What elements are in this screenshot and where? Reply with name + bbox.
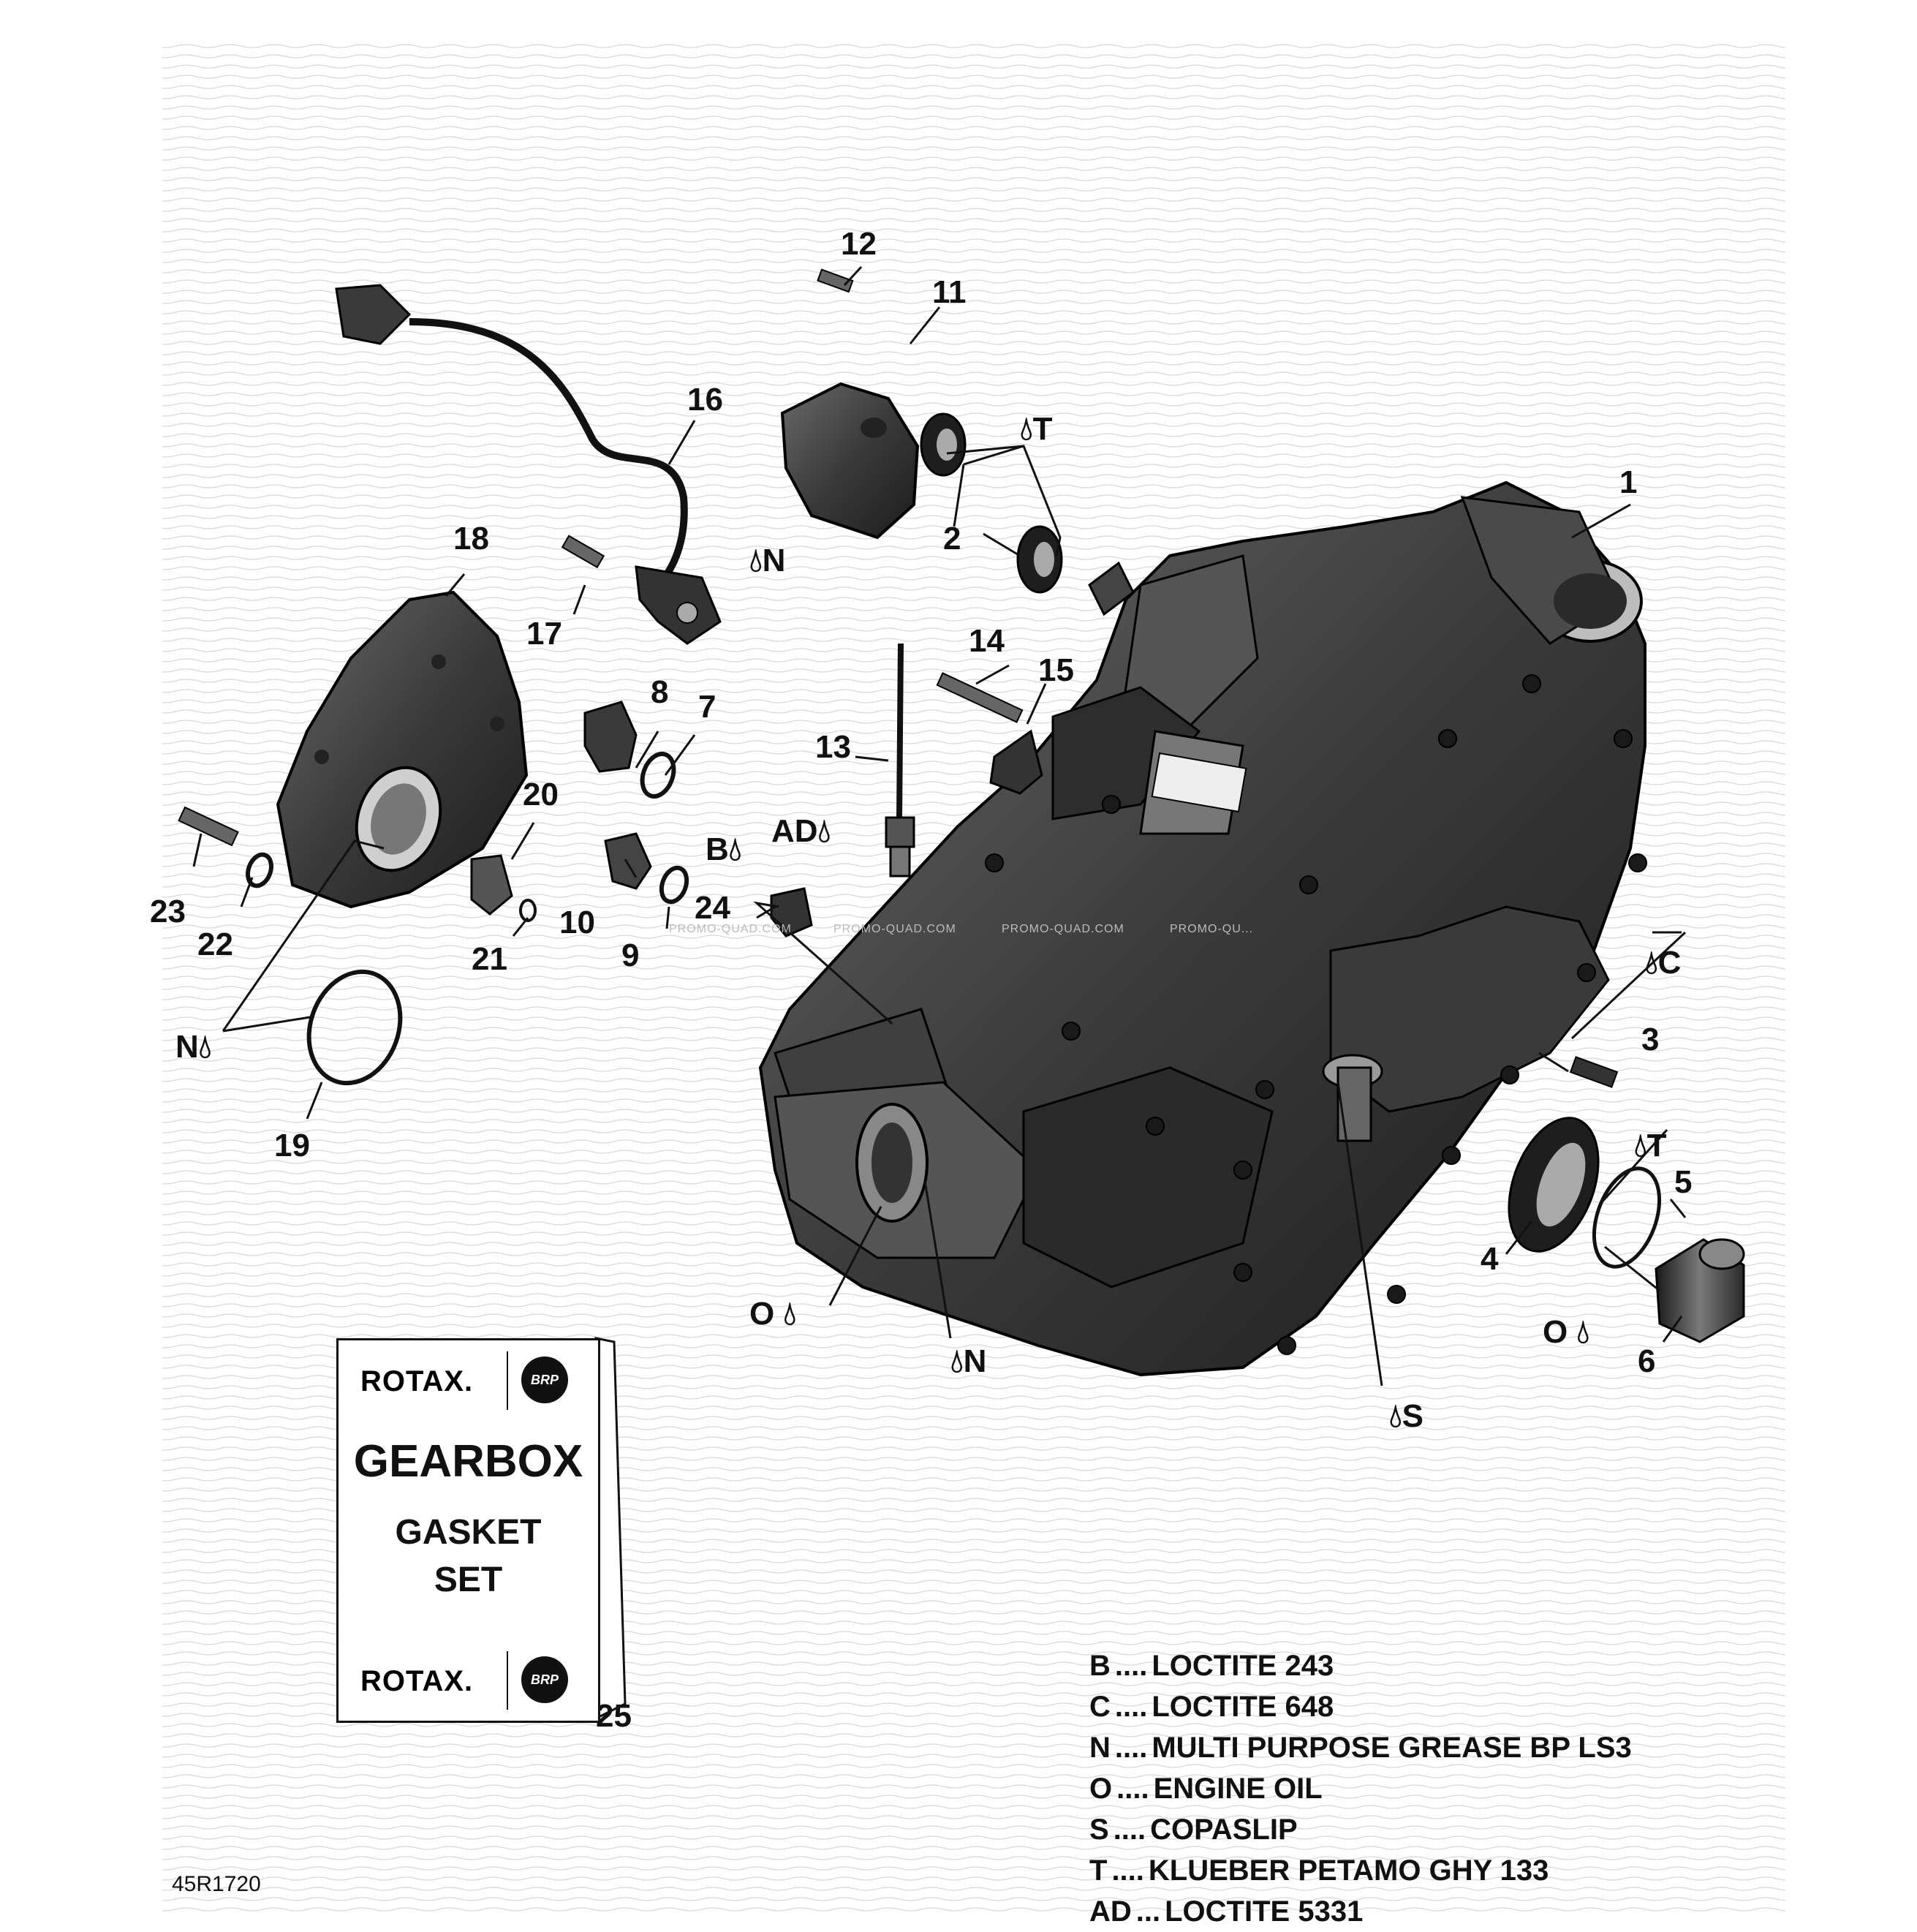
- callout-23: 23: [150, 894, 186, 929]
- kit-subtitle-1: GASKET: [395, 1513, 542, 1552]
- tag-n-bottom: 💧︎N: [950, 1343, 987, 1379]
- callout-14: 14: [969, 623, 1005, 659]
- legend-row: O....ENGINE OIL: [1089, 1773, 1323, 1805]
- callout-15: 15: [1038, 652, 1074, 688]
- callout-2: 2: [943, 521, 961, 556]
- tag-o-bottom-left: O 💧︎: [749, 1296, 797, 1332]
- drop-icon: 💧︎: [950, 1343, 964, 1379]
- callout-5: 5: [1674, 1164, 1693, 1200]
- sensor-with-harness: [335, 284, 722, 645]
- tag-t-right: 💧︎T: [1634, 1128, 1667, 1163]
- brp-logo-icon: BRP: [521, 1356, 568, 1403]
- rotax-logo: ROTAX.: [360, 1665, 474, 1697]
- callout-12: 12: [841, 226, 877, 262]
- legend-row: S....COPASLIP: [1089, 1814, 1298, 1846]
- callout-25: 25: [596, 1698, 632, 1734]
- gearbox-housing: [758, 480, 1647, 1377]
- drop-icon: 💧︎: [783, 1296, 797, 1332]
- drop-icon: 💧︎: [1020, 411, 1033, 447]
- oil-seals: [920, 412, 1063, 594]
- callout-16: 16: [687, 382, 723, 418]
- callout-4: 4: [1481, 1241, 1499, 1277]
- kit-subtitle-2: SET: [434, 1561, 503, 1599]
- kit-logo-bottom: ROTAX. BRP: [339, 1640, 598, 1721]
- tag-b: B💧︎: [706, 831, 742, 867]
- callout-3: 3: [1641, 1022, 1660, 1057]
- callout-9: 9: [621, 937, 640, 973]
- callout-22: 22: [197, 927, 233, 962]
- tag-c-right: 💧︎C: [1645, 945, 1682, 981]
- output-seal-ring-sleeve: [1508, 1117, 1745, 1343]
- o-ring: [306, 969, 403, 1086]
- watermark: PROMO-QU...: [1170, 923, 1254, 935]
- callout-17: 17: [526, 616, 562, 652]
- tag-s-bottom: 💧︎S: [1389, 1398, 1423, 1434]
- legend-row: N....MULTI PURPOSE GREASE BP LS3: [1089, 1732, 1632, 1764]
- divider: [507, 1651, 508, 1710]
- bolt-3: [1569, 1056, 1619, 1088]
- bolt-and-bracket: [936, 672, 1043, 795]
- callout-1: 1: [1619, 464, 1638, 500]
- tag-n-left: N💧︎: [175, 1029, 212, 1065]
- watermark: PROMO-QUAD.COM: [669, 923, 792, 935]
- diagram-id: 45R1720: [172, 1872, 261, 1896]
- drop-icon: 💧︎: [817, 813, 831, 849]
- callout-20: 20: [523, 777, 559, 812]
- brp-logo-icon: BRP: [521, 1656, 568, 1703]
- drop-icon: 💧︎: [198, 1029, 212, 1065]
- legend-row: AD...LOCTITE 5331: [1089, 1895, 1364, 1928]
- divider: [507, 1351, 508, 1410]
- callout-21: 21: [472, 941, 507, 977]
- drop-icon: 💧︎: [1576, 1314, 1590, 1350]
- drop-icon: 💧︎: [728, 831, 742, 867]
- callout-24: 24: [695, 890, 730, 926]
- leader-lines: [192, 265, 1687, 1683]
- gearbox-cover: [276, 590, 529, 909]
- dipstick: [885, 643, 915, 878]
- drop-icon: 💧︎: [1634, 1128, 1647, 1163]
- drop-icon: 💧︎: [1389, 1398, 1402, 1434]
- callout-11: 11: [932, 274, 967, 310]
- kit-title: GEARBOX: [353, 1436, 583, 1487]
- drop-icon: 💧︎: [749, 543, 763, 578]
- tag-n-sensor: 💧︎N: [749, 543, 786, 578]
- kit-logo-top: ROTAX. BRP: [339, 1340, 598, 1421]
- speed-sensor: [780, 268, 920, 540]
- tag-ad: AD💧︎: [771, 813, 831, 849]
- lubricant-legend: B....LOCTITE 243 C....LOCTITE 648 N....M…: [1089, 1645, 1632, 1932]
- gasket-kit-box: ROTAX. BRP GEARBOX GASKET SET ROTAX. BRP: [336, 1338, 600, 1723]
- watermark: PROMO-QUAD.COM: [833, 923, 956, 935]
- callout-18: 18: [453, 521, 489, 556]
- callout-8: 8: [651, 674, 669, 710]
- legend-row: B....LOCTITE 243: [1089, 1650, 1334, 1682]
- legend-row: C....LOCTITE 648: [1089, 1691, 1334, 1723]
- callout-6: 6: [1638, 1343, 1656, 1379]
- callout-13: 13: [815, 729, 851, 765]
- tag-t-top: 💧︎T: [1020, 411, 1053, 447]
- callout-10: 10: [559, 905, 595, 940]
- drop-icon: 💧︎: [1645, 945, 1658, 981]
- legend-row: T....KLUEBER PETAMO GHY 133: [1089, 1854, 1549, 1887]
- callout-19: 19: [274, 1128, 310, 1163]
- callout-7: 7: [698, 689, 716, 725]
- rotax-logo: ROTAX.: [360, 1365, 474, 1397]
- watermark: PROMO-QUAD.COM: [1002, 923, 1124, 935]
- tag-o-right: O 💧︎: [1543, 1314, 1590, 1350]
